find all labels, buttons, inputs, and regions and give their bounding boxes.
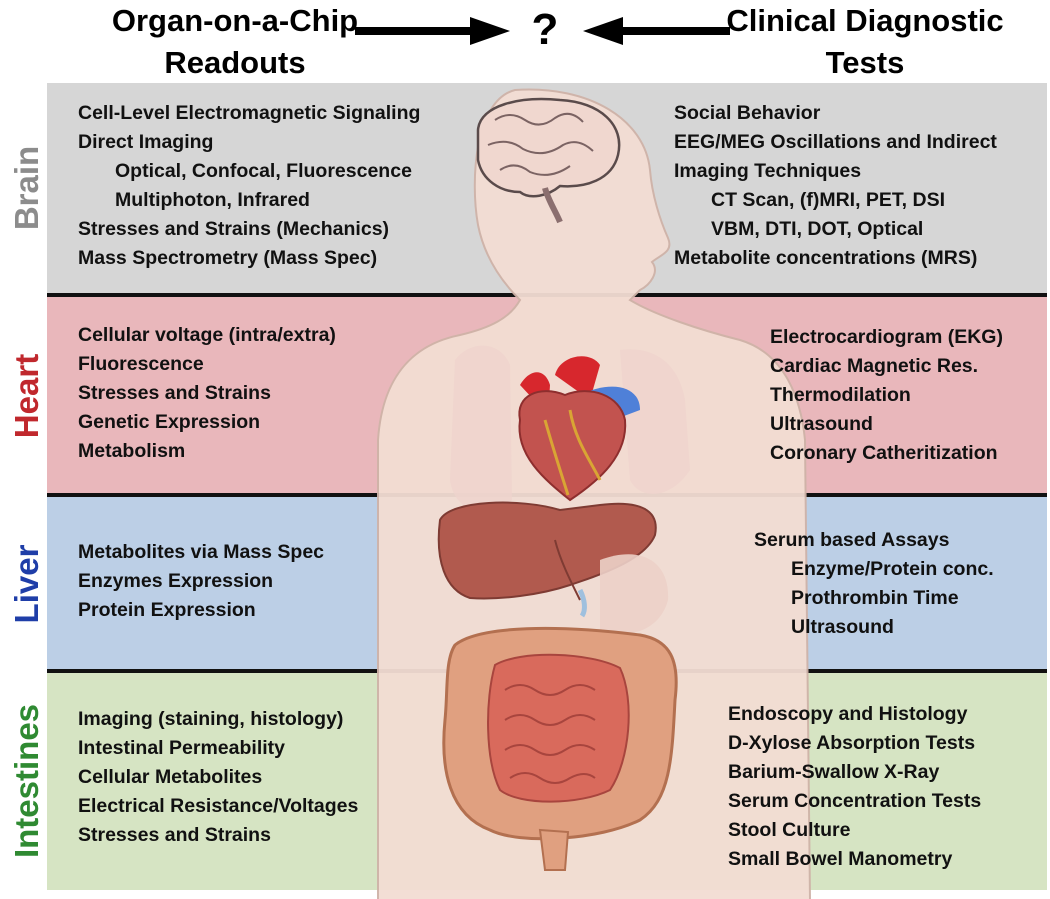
list-item: Cellular Metabolites xyxy=(78,766,263,788)
list-item: CT Scan, (f)MRI, PET, DSI xyxy=(711,189,946,211)
intestines-readouts-list: Imaging (staining, histology) Intestinal … xyxy=(78,705,358,850)
list-item: EEG/MEG Oscillations and Indirect xyxy=(674,131,997,153)
list-item: Genetic Expression xyxy=(78,411,261,433)
intestines-icon xyxy=(442,626,678,871)
list-item: Barium-Swallow X-Ray xyxy=(728,761,940,783)
header-readouts-line1: Organ-on-a-Chip xyxy=(111,3,359,38)
list-item: Thermodilation xyxy=(770,384,911,406)
list-item: Imaging (staining, histology) xyxy=(78,708,344,730)
arrow-left-icon xyxy=(583,17,730,45)
list-item: Metabolite concentrations (MRS) xyxy=(674,247,978,269)
list-item: Serum Concentration Tests xyxy=(728,790,982,812)
header-question-mark: ? xyxy=(531,5,559,54)
organ-label-brain: Brain xyxy=(8,145,45,231)
list-item: Imaging Techniques xyxy=(674,160,862,182)
list-item: Endoscopy and Histology xyxy=(728,703,968,725)
header-tests-line1: Clinical Diagnostic xyxy=(726,3,1004,38)
arrow-right-icon xyxy=(355,17,510,45)
organ-label-liver: Liver xyxy=(8,544,45,624)
organ-label-heart: Heart xyxy=(8,353,45,439)
list-item: Coronary Catheritization xyxy=(770,442,998,464)
list-item: Stresses and Strains xyxy=(78,382,271,404)
list-item: Prothrombin Time xyxy=(791,587,959,609)
list-item: Social Behavior xyxy=(674,102,821,124)
header-readouts-title: Organ-on-a-Chip Readouts xyxy=(70,0,400,84)
header-readouts-line2: Readouts xyxy=(164,45,306,80)
list-item: Electrocardiogram (EKG) xyxy=(770,326,1003,348)
list-item: Cellular voltage (intra/extra) xyxy=(78,324,336,346)
list-item: Enzyme/Protein conc. xyxy=(791,558,994,580)
list-item: Mass Spectrometry (Mass Spec) xyxy=(78,247,378,269)
header-tests-line2: Tests xyxy=(825,45,905,80)
list-item: Serum based Assays xyxy=(754,529,950,551)
list-item: Direct Imaging xyxy=(78,131,214,153)
header-tests-title: Clinical Diagnostic Tests xyxy=(700,0,1030,84)
list-item: Enzymes Expression xyxy=(78,570,274,592)
list-item: Ultrasound xyxy=(770,413,873,435)
list-item: VBM, DTI, DOT, Optical xyxy=(711,218,924,240)
list-item: Stresses and Strains (Mechanics) xyxy=(78,218,390,240)
list-item: Cell-Level Electromagnetic Signaling xyxy=(78,102,421,124)
heart-readouts-list: Cellular voltage (intra/extra) Fluorescen… xyxy=(78,321,336,466)
list-item: Optical, Confocal, Fluorescence xyxy=(115,160,412,182)
list-item: D-Xylose Absorption Tests xyxy=(728,732,976,754)
list-item: Multiphoton, Infrared xyxy=(115,189,310,211)
list-item: Ultrasound xyxy=(791,616,894,638)
list-item: Protein Expression xyxy=(78,599,256,621)
list-item: Stool Culture xyxy=(728,819,851,841)
list-item: Electrical Resistance/Voltages xyxy=(78,795,359,817)
list-item: Intestinal Permeability xyxy=(78,737,285,759)
list-item: Metabolites via Mass Spec xyxy=(78,541,325,563)
header-arrows xyxy=(355,17,730,45)
heart-tests-list: Electrocardiogram (EKG) Cardiac Magnetic … xyxy=(770,323,1003,468)
list-item: Metabolism xyxy=(78,440,186,462)
list-item: Small Bowel Manometry xyxy=(728,848,953,870)
list-item: Fluorescence xyxy=(78,353,204,375)
heart-icon xyxy=(518,356,640,502)
list-item: Stresses and Strains xyxy=(78,824,271,846)
list-item: Cardiac Magnetic Res. xyxy=(770,355,979,377)
brain-icon xyxy=(476,97,621,224)
organ-label-intestines: Intestines xyxy=(8,703,45,859)
